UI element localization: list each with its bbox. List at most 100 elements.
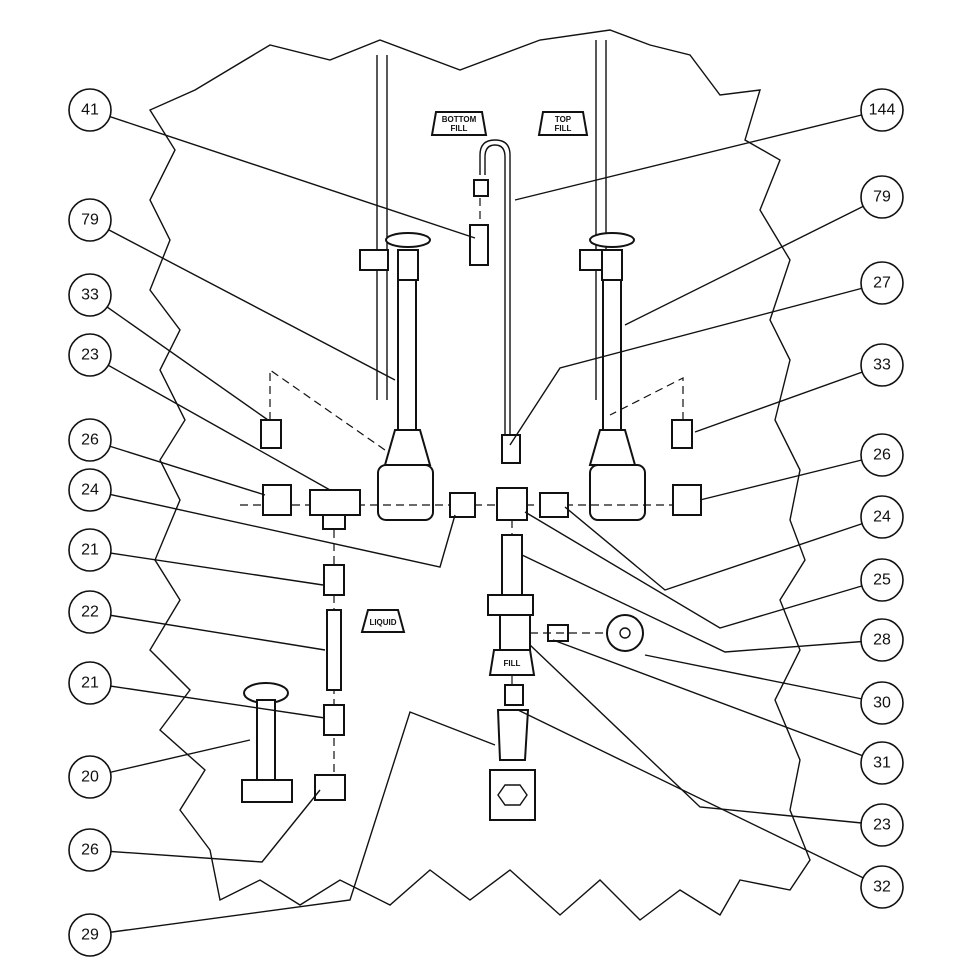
elbow-26-lower — [314, 774, 346, 801]
mount-bracket — [489, 769, 536, 821]
callout-left-0: 41 — [68, 88, 112, 132]
callout-circle — [68, 418, 112, 462]
cap-30 — [606, 614, 644, 652]
cutaway-outline — [148, 29, 811, 921]
leader-line — [644, 654, 883, 704]
callout-left-5: 24 — [68, 468, 112, 512]
tag-bottom-fill-line1: BOTTOM — [442, 115, 477, 124]
cross-25 — [496, 487, 528, 521]
callout-left-8: 21 — [68, 661, 112, 705]
fitting-33-left — [260, 419, 282, 449]
tag-bottom-fill: BOTTOM FILL — [430, 111, 488, 136]
leader-line — [514, 109, 883, 201]
leader-line — [89, 682, 326, 719]
callout-number: 26 — [81, 842, 99, 859]
leader-line — [89, 789, 321, 863]
callout-number: 144 — [869, 102, 896, 119]
tag-liquid: LIQUID — [360, 609, 406, 633]
tag-top-fill-line1: TOP — [555, 115, 572, 124]
callout-number: 22 — [81, 604, 99, 621]
callout-circle — [68, 755, 112, 799]
callout-left-10: 26 — [68, 828, 112, 872]
callout-right-7: 28 — [860, 618, 904, 662]
leader-line — [89, 711, 496, 936]
callout-right-6: 25 — [860, 558, 904, 602]
callout-number: 32 — [873, 879, 891, 896]
elbow-26-left — [262, 484, 292, 516]
callout-circle — [860, 558, 904, 602]
callout-right-3: 33 — [860, 343, 904, 387]
callout-right-0: 144 — [860, 88, 904, 132]
fitting-24-left — [449, 492, 476, 518]
callout-number: 28 — [873, 632, 891, 649]
callout-left-4: 26 — [68, 418, 112, 462]
u-tube — [479, 139, 511, 440]
callout-circle — [68, 913, 112, 957]
bracket — [487, 594, 534, 616]
callout-left-3: 23 — [68, 333, 112, 377]
leader-line — [699, 454, 883, 501]
leader-line — [89, 549, 324, 586]
callout-right-1: 79 — [860, 175, 904, 219]
leader-line — [517, 709, 883, 888]
callout-right-4: 26 — [860, 433, 904, 477]
leader-line — [529, 644, 883, 826]
callout-circle — [860, 681, 904, 725]
tag-top-fill-line2: FILL — [555, 124, 572, 133]
tag-liquid-text: LIQUID — [369, 618, 396, 627]
callout-circle — [68, 198, 112, 242]
leader-line — [521, 554, 883, 653]
callout-right-8: 30 — [860, 681, 904, 725]
callout-circle — [860, 865, 904, 909]
leader-line — [624, 196, 883, 326]
leader-line — [89, 611, 326, 651]
tag-top-fill: TOP FILL — [537, 111, 589, 136]
callout-circle — [68, 273, 112, 317]
leader-line — [89, 294, 269, 421]
callout-right-5: 24 — [860, 495, 904, 539]
callout-left-6: 21 — [68, 528, 112, 572]
tee-23-branch — [322, 514, 346, 530]
callout-number: 23 — [873, 817, 891, 834]
fitting-33-right — [671, 419, 693, 449]
nipple-28 — [501, 534, 523, 596]
left-dip-tube — [376, 55, 388, 400]
callout-right-9: 31 — [860, 741, 904, 785]
callout-number: 26 — [81, 432, 99, 449]
tag-fill: FILL — [488, 649, 536, 676]
callout-number: 20 — [81, 769, 99, 786]
callout-circle — [860, 433, 904, 477]
callout-circle — [860, 175, 904, 219]
fitting-21-lower — [323, 704, 345, 736]
callout-circle — [68, 333, 112, 377]
leader-line — [89, 219, 396, 381]
callout-number: 21 — [81, 542, 99, 559]
leader-line — [552, 639, 883, 764]
fitting-32 — [504, 684, 524, 706]
callout-circle — [860, 618, 904, 662]
fitting-41 — [469, 224, 489, 266]
tag-fill-text: FILL — [504, 659, 521, 668]
callout-circle — [860, 495, 904, 539]
callout-number: 21 — [81, 675, 99, 692]
leader-line — [89, 489, 456, 568]
callout-number: 23 — [81, 347, 99, 364]
callout-number: 24 — [873, 509, 891, 526]
callout-circle — [860, 803, 904, 847]
callout-number: 33 — [873, 357, 891, 374]
callout-number: 26 — [873, 447, 891, 464]
callout-number: 29 — [81, 927, 99, 944]
callout-number: 25 — [873, 572, 891, 589]
callout-circle — [68, 828, 112, 872]
callout-left-2: 33 — [68, 273, 112, 317]
liquid-valve-20 — [241, 682, 293, 803]
fitting-24-right — [539, 492, 569, 518]
callout-number: 33 — [81, 287, 99, 304]
right-valve — [579, 232, 646, 521]
callout-circle — [68, 528, 112, 572]
callout-number: 30 — [873, 695, 891, 712]
elbow-26-right — [672, 484, 702, 516]
tee-23-right — [499, 614, 531, 651]
tag-bottom-fill-line2: FILL — [451, 124, 468, 133]
